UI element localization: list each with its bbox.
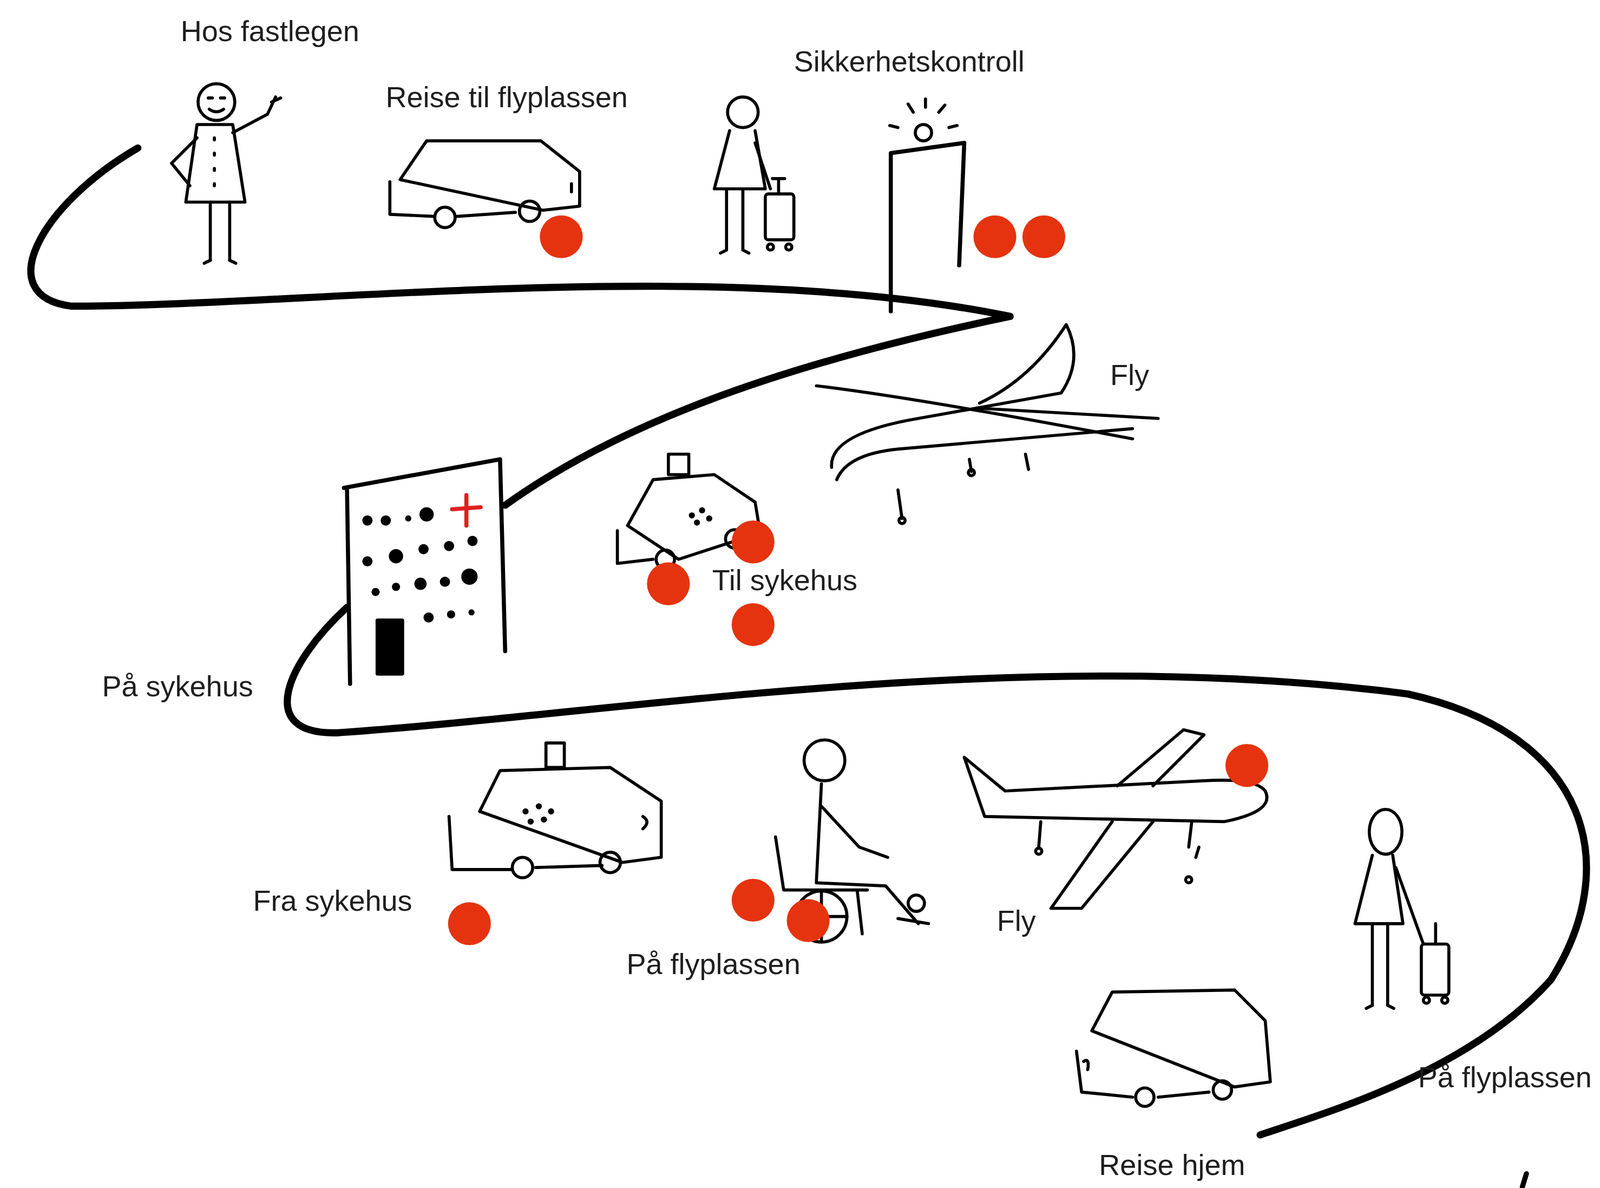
- step-label: Sikkerhetskontroll: [794, 44, 1025, 78]
- doctor-figure: [171, 83, 281, 264]
- airplane-icon: [816, 324, 1158, 524]
- hospital-building: [343, 458, 506, 684]
- step-label: Fra sykehus: [253, 883, 413, 917]
- edge-mark: [1522, 1173, 1527, 1188]
- airplane-icon: [964, 729, 1267, 909]
- step-label: Fly: [1110, 357, 1150, 392]
- security-gate: [889, 99, 965, 312]
- traveller-figure: [1354, 809, 1449, 1009]
- traveller-figure: [714, 96, 795, 253]
- car-icon: [1076, 989, 1271, 1106]
- step-label: Fly: [997, 903, 1036, 937]
- step-label: Reise til flyplassen: [385, 80, 628, 114]
- step-label: Til sykehus: [712, 562, 858, 597]
- step-label: På sykehus: [102, 669, 254, 703]
- step-label: På flyplassen: [626, 946, 801, 981]
- car-icon: [389, 140, 580, 228]
- vote-dots: [448, 215, 1269, 946]
- journey-road: [287, 607, 1587, 1135]
- wheelchair-figure: [775, 739, 929, 942]
- journey-road: [30, 147, 1011, 506]
- step-label: På flyplassen: [1418, 1059, 1592, 1094]
- step-label: Hos fastlegen: [180, 14, 360, 48]
- taxi-icon: [449, 742, 662, 878]
- step-label: Reise hjem: [1098, 1147, 1245, 1182]
